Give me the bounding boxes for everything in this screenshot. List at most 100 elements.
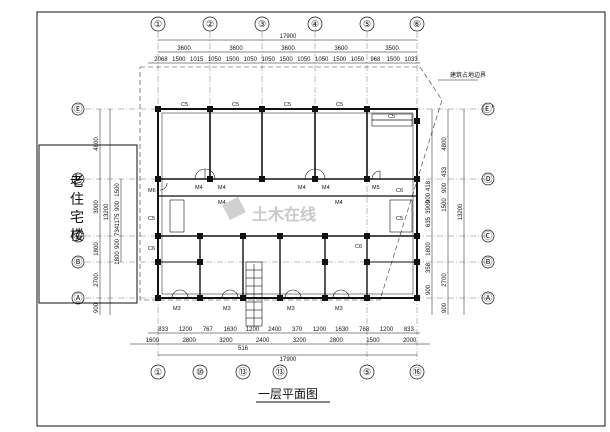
dim-value: 1200 [380, 327, 394, 333]
door-label: M3 [223, 306, 231, 312]
dim-value: 1175 [115, 213, 121, 227]
axis-label: Ⓓ [73, 174, 82, 184]
dim-value: 3200 [219, 338, 233, 344]
dim-value: 1800 [426, 242, 432, 256]
axis-label: Ⓒ [483, 231, 492, 241]
dim-value: 1600 [146, 338, 160, 344]
dim-total: 17900 [280, 357, 297, 363]
door-label: M4 [298, 185, 306, 191]
axis-label: Ⓔ [73, 104, 82, 114]
dim-total: 17900 [280, 34, 297, 40]
axis-label: ③ [258, 19, 266, 29]
axis-label: ⑥ [413, 19, 421, 29]
dim-bay: 3600 [177, 46, 191, 52]
dim-value: 1800 [115, 251, 121, 265]
dim-value: 1500 [172, 57, 186, 63]
dim-value: 900 [94, 302, 100, 313]
dim-value: 968 [370, 57, 381, 63]
dim-value: 833 [158, 327, 169, 333]
dim-value: 2700 [94, 273, 100, 287]
watermark: 土木在线 [222, 197, 316, 224]
dim-value: 900 [115, 238, 121, 249]
door-label: M3 [173, 306, 181, 312]
window-label: C5 [284, 102, 291, 108]
top-dimension-text: 17900 3600 3600 3600 3600 3500 [177, 34, 399, 52]
neighbor-building: 老 住 宅 楼 [38, 144, 138, 304]
drawing-title: 一层平面图 [258, 387, 318, 401]
dim-bay: 3600 [229, 46, 243, 52]
neighbor-label-char-1: 老 [70, 174, 84, 190]
right-axis-bubbles [481, 102, 495, 305]
dim-value: 370 [292, 327, 303, 333]
dim-value: 900 [442, 182, 448, 193]
dim-value: 3900 [94, 200, 100, 214]
staircase [245, 261, 263, 327]
dim-value: 1500 [226, 57, 240, 63]
axis-label: ⑬ [238, 367, 247, 377]
dim-value: 1500 [366, 338, 380, 344]
window-label: C6 [355, 244, 362, 250]
axis-label: ① [154, 19, 162, 29]
dim-value: 358 [426, 262, 432, 273]
axis-label: Ⓑ [483, 257, 492, 267]
right-dimension-text: 4800433900150027009001320039004189006351… [426, 137, 464, 313]
dim-value: 4800 [442, 137, 448, 151]
dim-value: 767 [203, 327, 214, 333]
left-dimension-lines [99, 109, 122, 315]
dim-value: 900 [115, 200, 121, 211]
dim-value: 418 [426, 180, 432, 191]
dim-bay: 3500 [385, 46, 399, 52]
left-axis-labels: Ⓔ Ⓓ Ⓒ Ⓑ Ⓐ [73, 104, 82, 303]
window-label: C5 [232, 102, 239, 108]
site-boundary-note: 建筑占地边界 [450, 71, 486, 79]
sheet-frame [36, 11, 606, 427]
dim-value: 833 [404, 327, 415, 333]
dim-value: 1500 [115, 183, 121, 197]
dim-value: 433 [442, 166, 448, 177]
dim-bay: 3600 [281, 46, 295, 52]
axis-label: Ⓐ [483, 293, 492, 303]
dim-value: 900 [442, 302, 448, 313]
axis-label: ⑤ [363, 19, 371, 29]
dim-value: 734 [115, 225, 121, 236]
dim-value: 1500 [387, 57, 401, 63]
door-label: M5 [372, 185, 380, 191]
dim-value: 1500 [333, 57, 347, 63]
axis-label: Ⓒ [73, 231, 82, 241]
dim-value: 1050 [351, 57, 365, 63]
dim-value: 900 [426, 284, 432, 295]
dim-value: 4800 [94, 137, 100, 151]
dim-value: 1200 [313, 327, 327, 333]
window-label: C5 [336, 102, 343, 108]
dim-value: 13200 [458, 203, 464, 220]
door-label: M4 [335, 200, 343, 206]
dim-value: 13200 [104, 203, 110, 220]
dim-value: 1630 [335, 327, 349, 333]
dim-value: 1500 [442, 198, 448, 212]
dim-value: 1050 [261, 57, 275, 63]
dim-value: 1033 [404, 57, 418, 63]
structural-columns [155, 106, 420, 301]
window-label: C5 [388, 114, 395, 120]
bottom-dimension-lines [130, 332, 430, 356]
axis-label: Ⓓ [483, 174, 492, 184]
dim-value: 3900 [426, 200, 432, 214]
axis-label: ⑯ [412, 367, 421, 377]
door-label: M4 [218, 200, 226, 206]
top-axis-bubbles [150, 16, 425, 32]
top-dimension-lines [148, 39, 420, 64]
door-label: M6 [148, 188, 156, 194]
dim-value: 1800 [94, 242, 100, 256]
top-axis-labels: ① ② ③ ④ ⑤ ⑥ [154, 19, 421, 29]
building-walls [157, 108, 418, 299]
axis-label: Ⓐ [73, 293, 82, 303]
dim-value: 768 [359, 327, 370, 333]
neighbor-label-char-2: 住 [70, 192, 84, 208]
dim-value: 2800 [329, 338, 343, 344]
left-axis-bubbles [71, 102, 85, 305]
dim-value: 1050 [208, 57, 222, 63]
dim-value: 1200 [179, 327, 193, 333]
